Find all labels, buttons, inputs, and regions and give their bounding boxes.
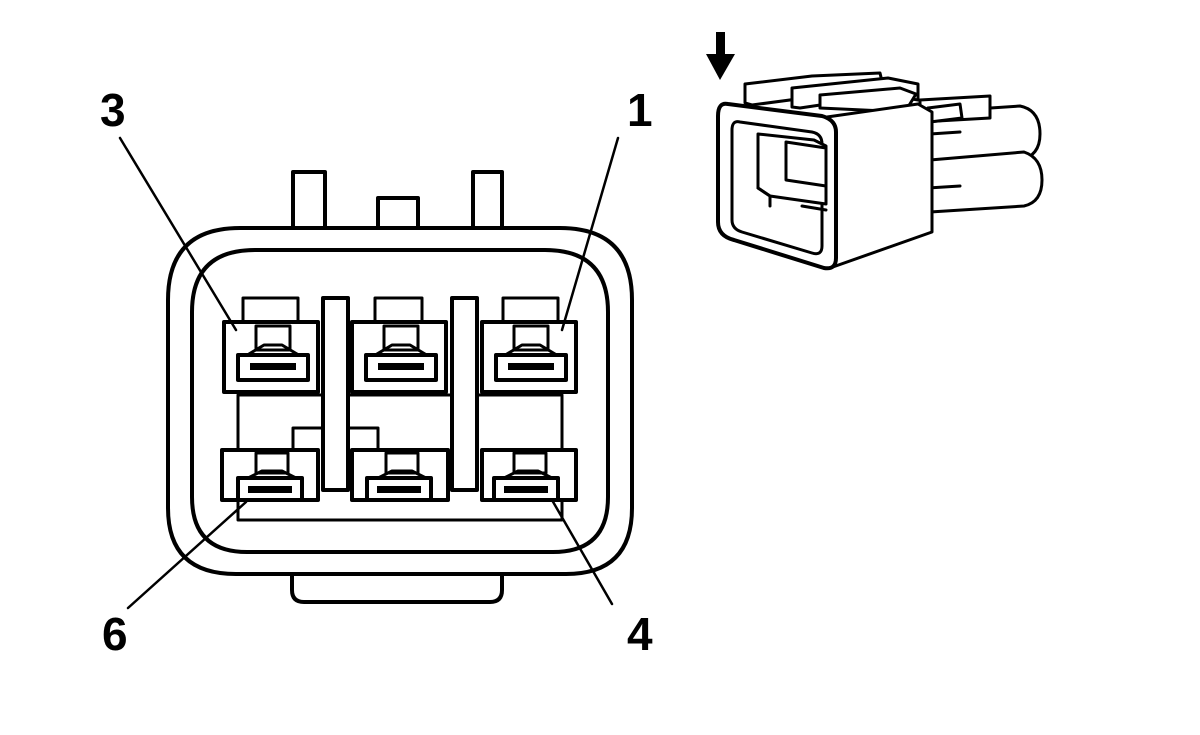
leader-line-1	[560, 136, 620, 332]
top-latch-tabs	[291, 170, 504, 230]
leader-line-6	[126, 500, 248, 610]
view-direction-arrow-icon	[706, 32, 735, 80]
inner-terminal	[784, 140, 828, 188]
top-row-cavities	[222, 296, 578, 394]
pin-label-4: 4	[627, 608, 653, 660]
housing-inner	[190, 248, 610, 554]
connector-front-view	[166, 170, 634, 604]
leader-line-4	[550, 498, 614, 606]
divider-bars	[321, 296, 479, 492]
pin-label-6: 6	[102, 608, 128, 660]
pin-label-3: 3	[100, 84, 126, 136]
connector-isometric-view	[716, 71, 1044, 271]
pin-cavity-6	[220, 448, 320, 502]
pin-number-labels: 3 1 6 4	[100, 84, 653, 660]
top-latch-fins	[743, 71, 920, 114]
pin-cavity-4	[480, 448, 578, 502]
leader-line-3	[118, 136, 238, 332]
bottom-row-cavities	[220, 448, 578, 502]
pin-label-1: 1	[627, 84, 653, 136]
pin-cavity-3	[222, 296, 320, 394]
center-plate	[236, 393, 564, 452]
pin-cavity-5	[350, 448, 450, 502]
pin-cavity-2	[350, 296, 448, 394]
wire-ends	[918, 94, 1044, 214]
bottom-key	[290, 574, 504, 604]
pin-cavity-1	[480, 296, 578, 394]
leader-lines	[118, 136, 620, 610]
